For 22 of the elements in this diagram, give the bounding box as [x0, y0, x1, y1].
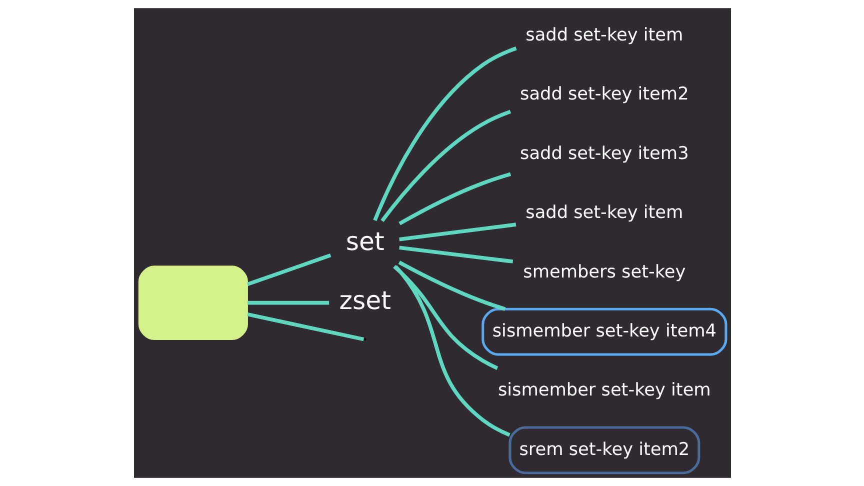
- connector: [372, 46, 516, 222]
- connector: [246, 312, 364, 342]
- connector: [246, 253, 331, 286]
- node-text: smembers set-key: [522, 262, 686, 282]
- node-text: sadd set-key item: [525, 25, 683, 46]
- connector: [398, 222, 516, 242]
- connector: [394, 265, 510, 437]
- node-box: [138, 266, 248, 340]
- connector: [392, 265, 498, 370]
- connector: [398, 246, 513, 264]
- node-text: sadd set-key item3: [520, 144, 688, 164]
- node-text: sismember set-key item: [497, 380, 710, 401]
- connector: [398, 260, 506, 311]
- node-text: sadd set-key item2: [520, 84, 688, 105]
- connector: [247, 300, 329, 305]
- node-text: sadd set-key item: [525, 203, 683, 224]
- node-box: sismember set-key item4: [481, 308, 727, 356]
- connector: [398, 172, 511, 226]
- connector: [380, 110, 511, 222]
- node-text: set: [345, 226, 384, 256]
- node-text: zset: [338, 286, 390, 316]
- node-box: srem set-key item2: [508, 426, 700, 474]
